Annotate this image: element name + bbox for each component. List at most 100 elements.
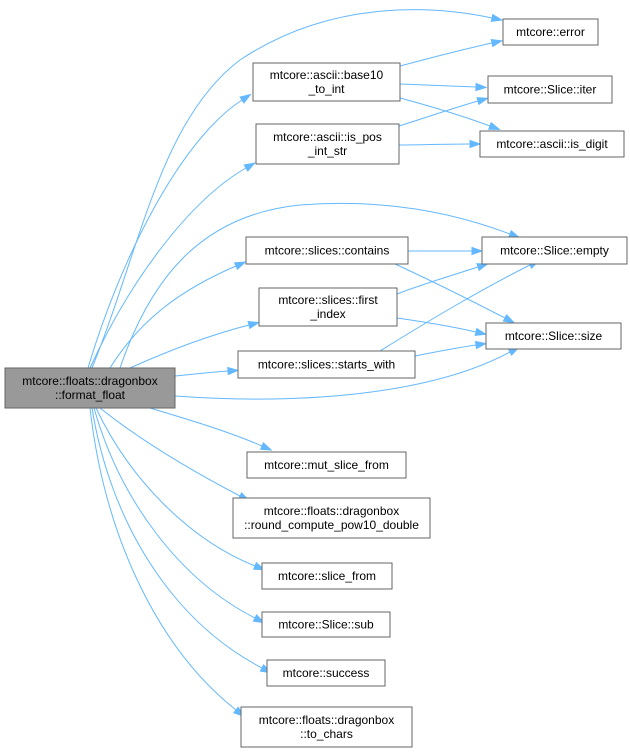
edge-line (91, 407, 263, 669)
node-box (246, 451, 407, 479)
node-box (232, 497, 431, 539)
edge-line (399, 83, 477, 88)
edge-line (109, 265, 237, 369)
node-box (485, 322, 622, 350)
edge-line (119, 202, 511, 369)
node-label: _to_int (307, 82, 345, 96)
node-label: mtcore::slices::starts_with (258, 358, 395, 372)
edge-line (149, 407, 263, 447)
edge-root-base10 (87, 93, 252, 369)
node-label: _index (309, 307, 345, 321)
edge-arrowhead (502, 314, 516, 324)
node-label: mtcore::slice_from (278, 569, 376, 583)
edge-ispos-iter (398, 97, 490, 127)
edge-line (91, 9, 493, 369)
node-error[interactable]: mtcore::error (502, 18, 599, 46)
edge-firstindex-empty (396, 263, 489, 295)
node-startswith[interactable]: mtcore::slices::starts_with (237, 350, 416, 379)
edge-arrowhead (475, 82, 488, 92)
edge-root-contains (109, 261, 247, 369)
edge-arrowhead (471, 246, 484, 256)
node-ispos[interactable]: mtcore::ascii::is_pos_int_str (255, 123, 400, 165)
edge-arrowhead (490, 38, 504, 48)
node-firstindex[interactable]: mtcore::slices::first_index (258, 287, 398, 327)
node-tochars[interactable]: mtcore::floats::dragonbox::to_chars (240, 706, 413, 748)
node-box (4, 367, 176, 409)
node-slicefrom[interactable]: mtcore::slice_from (261, 562, 393, 590)
node-label: mtcore::Slice::sub (278, 618, 374, 632)
node-contains[interactable]: mtcore::slices::contains (245, 236, 409, 265)
edge-root-mutslice (149, 407, 273, 451)
node-label: ::to_chars (300, 727, 353, 741)
node-label: mtcore::floats::dragonbox (264, 504, 399, 518)
edge-root-success (91, 407, 273, 674)
edge-line (99, 407, 241, 497)
edge-line (89, 167, 247, 369)
edge-startswith-size (414, 340, 488, 357)
node-label: mtcore::Slice::iter (504, 83, 597, 97)
node-box (502, 18, 599, 46)
edge-line (89, 407, 237, 711)
edge-root-firstindex (129, 321, 261, 369)
node-mutslice[interactable]: mtcore::mut_slice_from (246, 451, 407, 479)
edge-ispos-isdigit (398, 139, 482, 149)
node-box (487, 75, 613, 104)
node-roundpow[interactable]: mtcore::floats::dragonbox::round_compute… (232, 497, 431, 539)
edge-line (396, 317, 477, 333)
node-label: ::format_float (55, 388, 126, 402)
edge-contains-empty (408, 246, 484, 256)
edge-line (398, 100, 479, 127)
node-box (261, 562, 393, 590)
node-success[interactable]: mtcore::success (266, 659, 386, 687)
node-empty[interactable]: mtcore::Slice::empty (481, 236, 628, 265)
edge-arrowhead (227, 366, 240, 376)
edge-base10-isdigit (399, 97, 501, 130)
edge-line (93, 407, 256, 619)
edge-root-slicefrom (95, 407, 266, 571)
edge-arrowhead (490, 13, 504, 23)
edge-line (394, 263, 506, 319)
node-label: mtcore::ascii::is_digit (496, 137, 608, 151)
node-label: mtcore::error (516, 25, 585, 39)
edge-arrowhead (474, 340, 488, 350)
edge-root-sub (93, 407, 266, 624)
node-label: mtcore::mut_slice_from (264, 458, 389, 472)
edge-line (379, 264, 531, 352)
edge-root-startswith (174, 366, 240, 377)
node-label: mtcore::success (283, 666, 370, 680)
node-box (261, 611, 391, 638)
edge-arrowhead (239, 93, 252, 104)
edge-line (399, 42, 493, 67)
node-sub[interactable]: mtcore::Slice::sub (261, 611, 391, 638)
edge-line (414, 344, 477, 357)
edge-arrowhead (469, 139, 482, 149)
edge-line (174, 351, 511, 400)
edge-firstindex-size (396, 317, 488, 336)
edge-line (396, 266, 479, 295)
edge-arrowhead (476, 263, 489, 272)
node-label: mtcore::ascii::base10 (270, 68, 384, 82)
edge-arrowhead (243, 162, 256, 172)
edge-root-ispos (89, 162, 256, 369)
node-label: mtcore::Slice::empty (500, 244, 609, 258)
edge-arrowhead (259, 441, 273, 451)
node-box (481, 236, 628, 265)
nodes: mtcore::floats::dragonbox::format_floatm… (4, 18, 628, 748)
edge-line (398, 143, 471, 146)
node-size[interactable]: mtcore::Slice::size (485, 322, 622, 350)
node-isdigit[interactable]: mtcore::ascii::is_digit (479, 130, 625, 158)
edge-arrowhead (488, 121, 501, 130)
node-iter[interactable]: mtcore::Slice::iter (487, 75, 613, 104)
node-box (252, 62, 401, 102)
node-box (237, 350, 416, 379)
node-box (479, 130, 625, 158)
node-label: mtcore::floats::dragonbox (22, 374, 157, 388)
edge-root-error (91, 9, 504, 369)
node-root[interactable]: mtcore::floats::dragonbox::format_float (4, 367, 176, 409)
node-base10[interactable]: mtcore::ascii::base10_to_int (252, 62, 401, 102)
edge-root-empty (119, 202, 521, 369)
node-label: _int_str (307, 144, 347, 158)
edge-arrowhead (233, 261, 247, 271)
node-label: mtcore::Slice::size (505, 329, 603, 343)
